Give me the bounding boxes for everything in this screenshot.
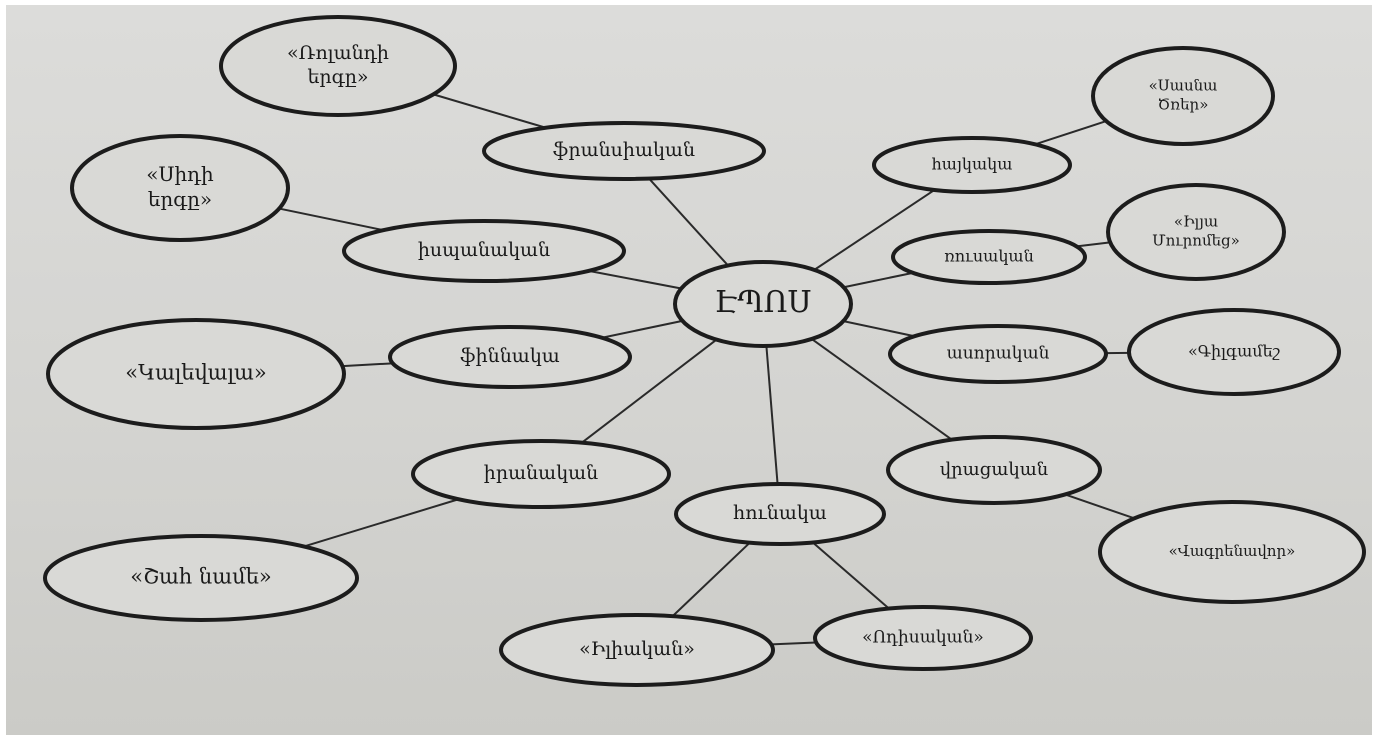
leaf-node-vepkhis-shape <box>1098 500 1366 604</box>
branch-node-ir-shape <box>411 439 671 509</box>
leaf-node-sasna-label: Ծռեր» <box>1158 95 1209 113</box>
branch-node-ka: վրացական <box>886 435 1102 505</box>
leaf-node-iliad-label: «Իլիական» <box>579 638 695 660</box>
leaf-node-odyssey-shape <box>813 605 1033 671</box>
edge-center-ru <box>843 271 914 289</box>
leaf-node-vepkhis: «Վագրենավոր» <box>1098 500 1366 604</box>
edge-center-fi <box>601 319 683 339</box>
leaf-node-ilya-label: «Իլյա <box>1174 213 1218 231</box>
leaf-node-sasna-shape <box>1091 46 1275 146</box>
leaf-node-kalevala-label: «Կալեվալա» <box>125 361 267 385</box>
branch-node-gr-shape <box>674 482 886 546</box>
leaf-node-gilgamesh: «Գիլգամեշ <box>1127 308 1341 396</box>
branch-node-es-label: իսպանական <box>418 239 550 261</box>
edge-hy-sasna <box>1034 120 1107 146</box>
leaf-node-kalevala: «Կալեվալա» <box>46 318 346 430</box>
leaf-node-kalevala-shape <box>46 318 346 430</box>
branch-node-fi-label: ֆիննակա <box>460 345 560 367</box>
branch-node-as: ասորական <box>888 324 1108 384</box>
leaf-node-roland-shape <box>219 15 457 117</box>
leaf-node-odyssey-label: «Ոդիսական» <box>862 628 984 648</box>
branch-node-gr: հունակա <box>674 482 886 546</box>
leaf-node-iliad-shape <box>499 613 775 687</box>
edge-ka-vepkhis <box>1064 493 1135 520</box>
leaf-node-roland-label: «Ռոլանդի <box>287 42 389 64</box>
leaf-node-roland-label: երգը» <box>307 66 368 88</box>
branch-node-hy: հայկակա <box>872 136 1072 194</box>
branch-node-fi-shape <box>388 325 632 389</box>
edge-ir-shahname <box>303 498 459 548</box>
branch-node-fi: ֆիննակա <box>388 325 632 389</box>
branch-node-as-label: ասորական <box>947 344 1050 364</box>
leaf-node-shahname-shape <box>43 534 359 622</box>
branch-node-fr-shape <box>482 121 766 181</box>
edge-fr-roland <box>433 93 547 129</box>
edge-center-as <box>843 320 915 338</box>
edge-center-ir <box>581 338 718 444</box>
branch-node-ka-label: վրացական <box>940 459 1048 480</box>
branch-node-es-shape <box>342 219 626 283</box>
branch-node-ru: ռուսական <box>891 229 1087 285</box>
branch-node-ru-label: ռուսական <box>944 247 1034 266</box>
edge-es-sid <box>278 207 384 232</box>
leaf-node-shahname-label: «Շահ նամե» <box>130 565 271 589</box>
branch-node-hy-shape <box>872 136 1072 194</box>
leaf-node-shahname: «Շահ նամե» <box>43 534 359 622</box>
edge-center-ka <box>811 338 953 441</box>
leaf-node-ilya-shape <box>1106 183 1286 281</box>
leaf-node-sid-label: «Սիդի <box>146 162 214 186</box>
edge-ru-ilya <box>1076 241 1111 248</box>
leaf-node-sid-label: երգը» <box>148 187 212 211</box>
leaf-node-odyssey: «Ոդիսական» <box>813 605 1033 671</box>
edge-center-hy <box>813 189 936 271</box>
leaf-node-sid-shape <box>70 134 290 242</box>
branch-node-ru-shape <box>891 229 1087 285</box>
leaf-node-iliad: «Իլիական» <box>499 613 775 687</box>
edge-fi-kalevala <box>342 362 393 368</box>
center-node: ԷՊՈՍ <box>673 260 853 348</box>
edge-center-gr <box>765 345 779 485</box>
leaf-node-gilgamesh-label: «Գիլգամեշ <box>1188 342 1280 361</box>
branch-node-fr-label: ֆրանսիական <box>553 139 695 161</box>
center-node-shape <box>673 260 853 348</box>
edge-gr-odyssey <box>812 541 890 610</box>
center-node-label: ԷՊՈՍ <box>714 285 811 320</box>
edge-iliad-odyssey <box>771 641 817 646</box>
branch-node-fr: ֆրանսիական <box>482 121 766 181</box>
leaf-node-ilya-label: Մուրոմեց» <box>1152 231 1240 249</box>
edge-gr-iliad <box>671 541 751 617</box>
branch-node-as-shape <box>888 324 1108 384</box>
leaf-node-vepkhis-label: «Վագրենավոր» <box>1169 542 1296 560</box>
branch-node-es: իսպանական <box>342 219 626 283</box>
leaf-node-gilgamesh-shape <box>1127 308 1341 396</box>
edge-center-fr <box>648 177 729 267</box>
branch-node-ka-shape <box>886 435 1102 505</box>
edge-center-es <box>588 269 682 290</box>
branch-node-gr-label: հունակա <box>733 502 827 524</box>
branch-node-ir: իրանական <box>411 439 671 509</box>
branch-node-hy-label: հայկակա <box>932 155 1013 174</box>
branch-node-ir-label: իրանական <box>484 462 598 484</box>
leaf-node-sasna-label: «Սասնա <box>1149 77 1218 95</box>
